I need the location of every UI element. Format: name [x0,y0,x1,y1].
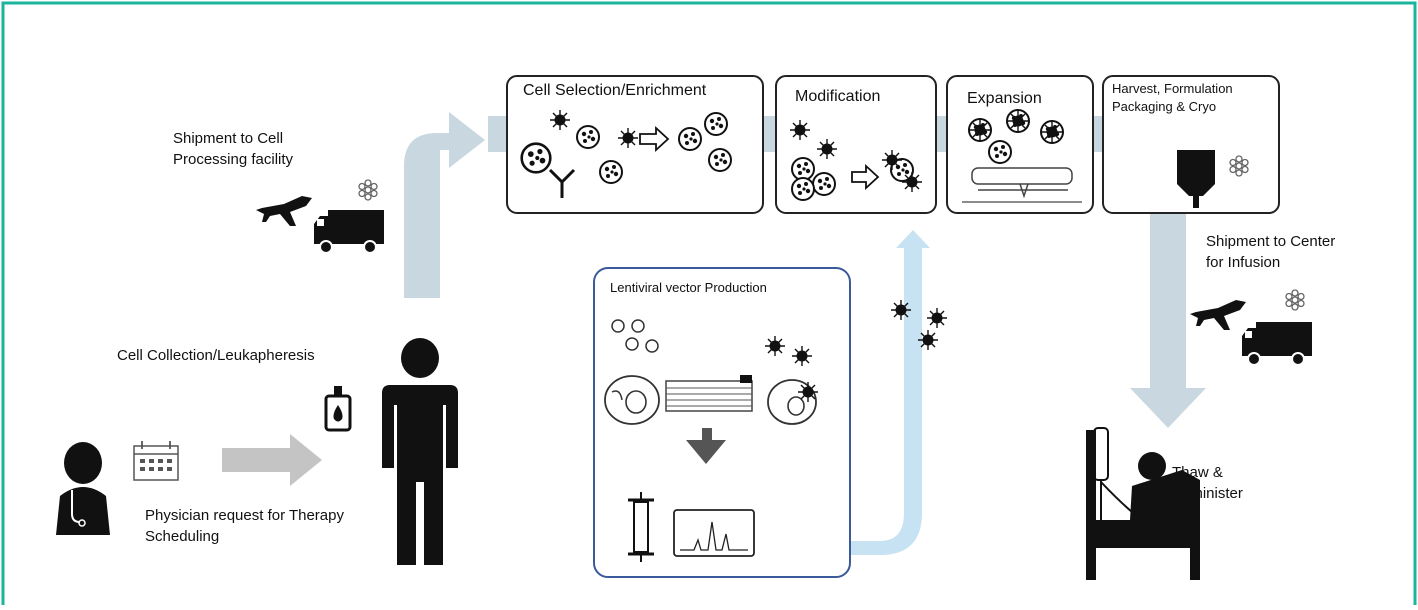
snowflake-icon-right [1285,289,1305,311]
patient-icon [382,338,458,565]
truck-icon-left [313,209,385,254]
harvest-line1: Harvest, Formulation [1112,81,1233,96]
shipment-to-center-line2: for Infusion [1206,254,1281,271]
request-arrow [222,434,322,486]
shipment-to-center-line1: Shipment to Center [1206,233,1336,250]
thaw-line2: Administer [1172,485,1243,502]
shipment-to-cell-line2: Processing facility [173,151,294,168]
cell-selection-icon [520,109,732,198]
shipment-to-cell-line1: Shipment to Cell [173,130,284,147]
plasmid-icon [611,319,659,353]
airplane-icon-left [256,196,312,226]
expansion-box [946,75,1094,214]
expansion-box-title: Expansion [967,90,1042,107]
vector-arrow [848,230,930,555]
physician-icon [56,442,110,535]
airplane-icon-right [1190,300,1246,330]
expansion-icon [962,109,1082,203]
down-arrow-icon [686,428,726,464]
cell-collection-label: Cell Collection/Leukapheresis [117,347,315,364]
calendar-icon [133,441,179,481]
blood-bag-icon [324,386,352,432]
harvest-box [1102,75,1280,214]
infected-cell-icon [764,335,819,425]
snowflake-icon-left [358,179,378,201]
hospital-bed-icon [1086,427,1200,580]
shipment-to-cell-label: Shipment to Cell Processing facility [173,128,293,170]
modification-icon [789,119,923,201]
selection-box-title: Cell Selection/Enrichment [523,82,707,99]
physician-line2: Scheduling [145,528,220,545]
physician-line1: Physician request for Therapy [145,507,344,524]
thaw-line1: Thaw & [1172,464,1223,481]
harvest-box-title: Harvest, Formulation Packaging & Cryo [1112,80,1233,116]
lentiviral-box [593,267,851,578]
shipment-to-center-label: Shipment to Center for Infusion [1206,231,1335,273]
chromatography-column-icon [628,492,654,562]
thaw-administer-label: Thaw & Administer [1172,462,1243,504]
harvest-line2: Packaging & Cryo [1112,99,1217,114]
modification-box-title: Modification [795,88,881,105]
bioreactor-icon [665,375,753,412]
physician-request-label: Physician request for Therapy Scheduling [145,505,344,547]
truck-icon-right [1241,321,1313,366]
chromatogram-icon [673,509,755,557]
infusion-bag-icon [1177,150,1215,208]
lentiviral-box-title: Lentiviral vector Production [610,280,767,295]
producer-cell-icon [604,375,660,425]
